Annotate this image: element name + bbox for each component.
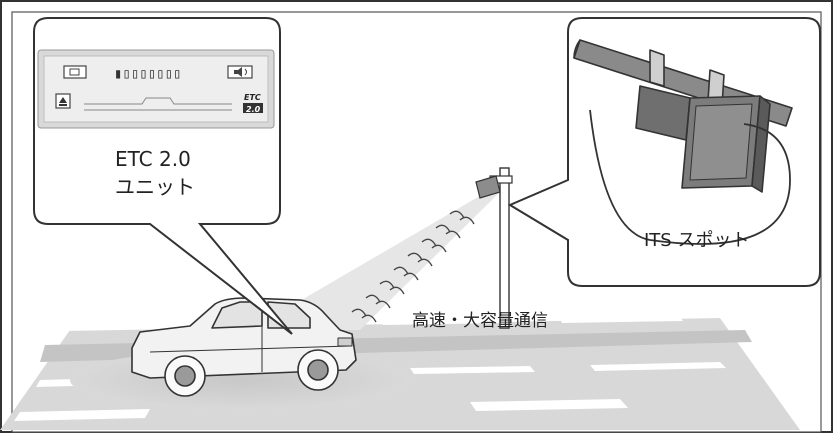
its-spot-label: ITS スポット xyxy=(644,230,749,251)
radio-waves xyxy=(351,210,475,323)
its-callout xyxy=(507,17,821,287)
car xyxy=(131,297,357,397)
eject-icon xyxy=(55,93,71,109)
etc-unit-label-line2: ユニット xyxy=(115,175,195,199)
volume-icon xyxy=(227,65,253,79)
communication-beam xyxy=(250,190,500,330)
etc-display-digits: ▮▯▯▯▯▯▯▯ xyxy=(114,66,181,82)
etc-logo-bottom: 2.0 xyxy=(246,105,261,114)
etc-unit-label-line1: ETC 2.0 xyxy=(115,147,191,171)
communication-label: 高速・大容量通信 xyxy=(412,311,548,331)
card-icon xyxy=(63,65,87,79)
etc-unit-device: ▮▯▯▯▯▯▯▯ ETC 2.0 xyxy=(37,49,275,129)
its-pole xyxy=(475,167,513,329)
its-spot-closeup xyxy=(573,39,793,245)
its-antenna xyxy=(475,175,501,199)
etc-logo-top: ETC xyxy=(244,93,261,102)
